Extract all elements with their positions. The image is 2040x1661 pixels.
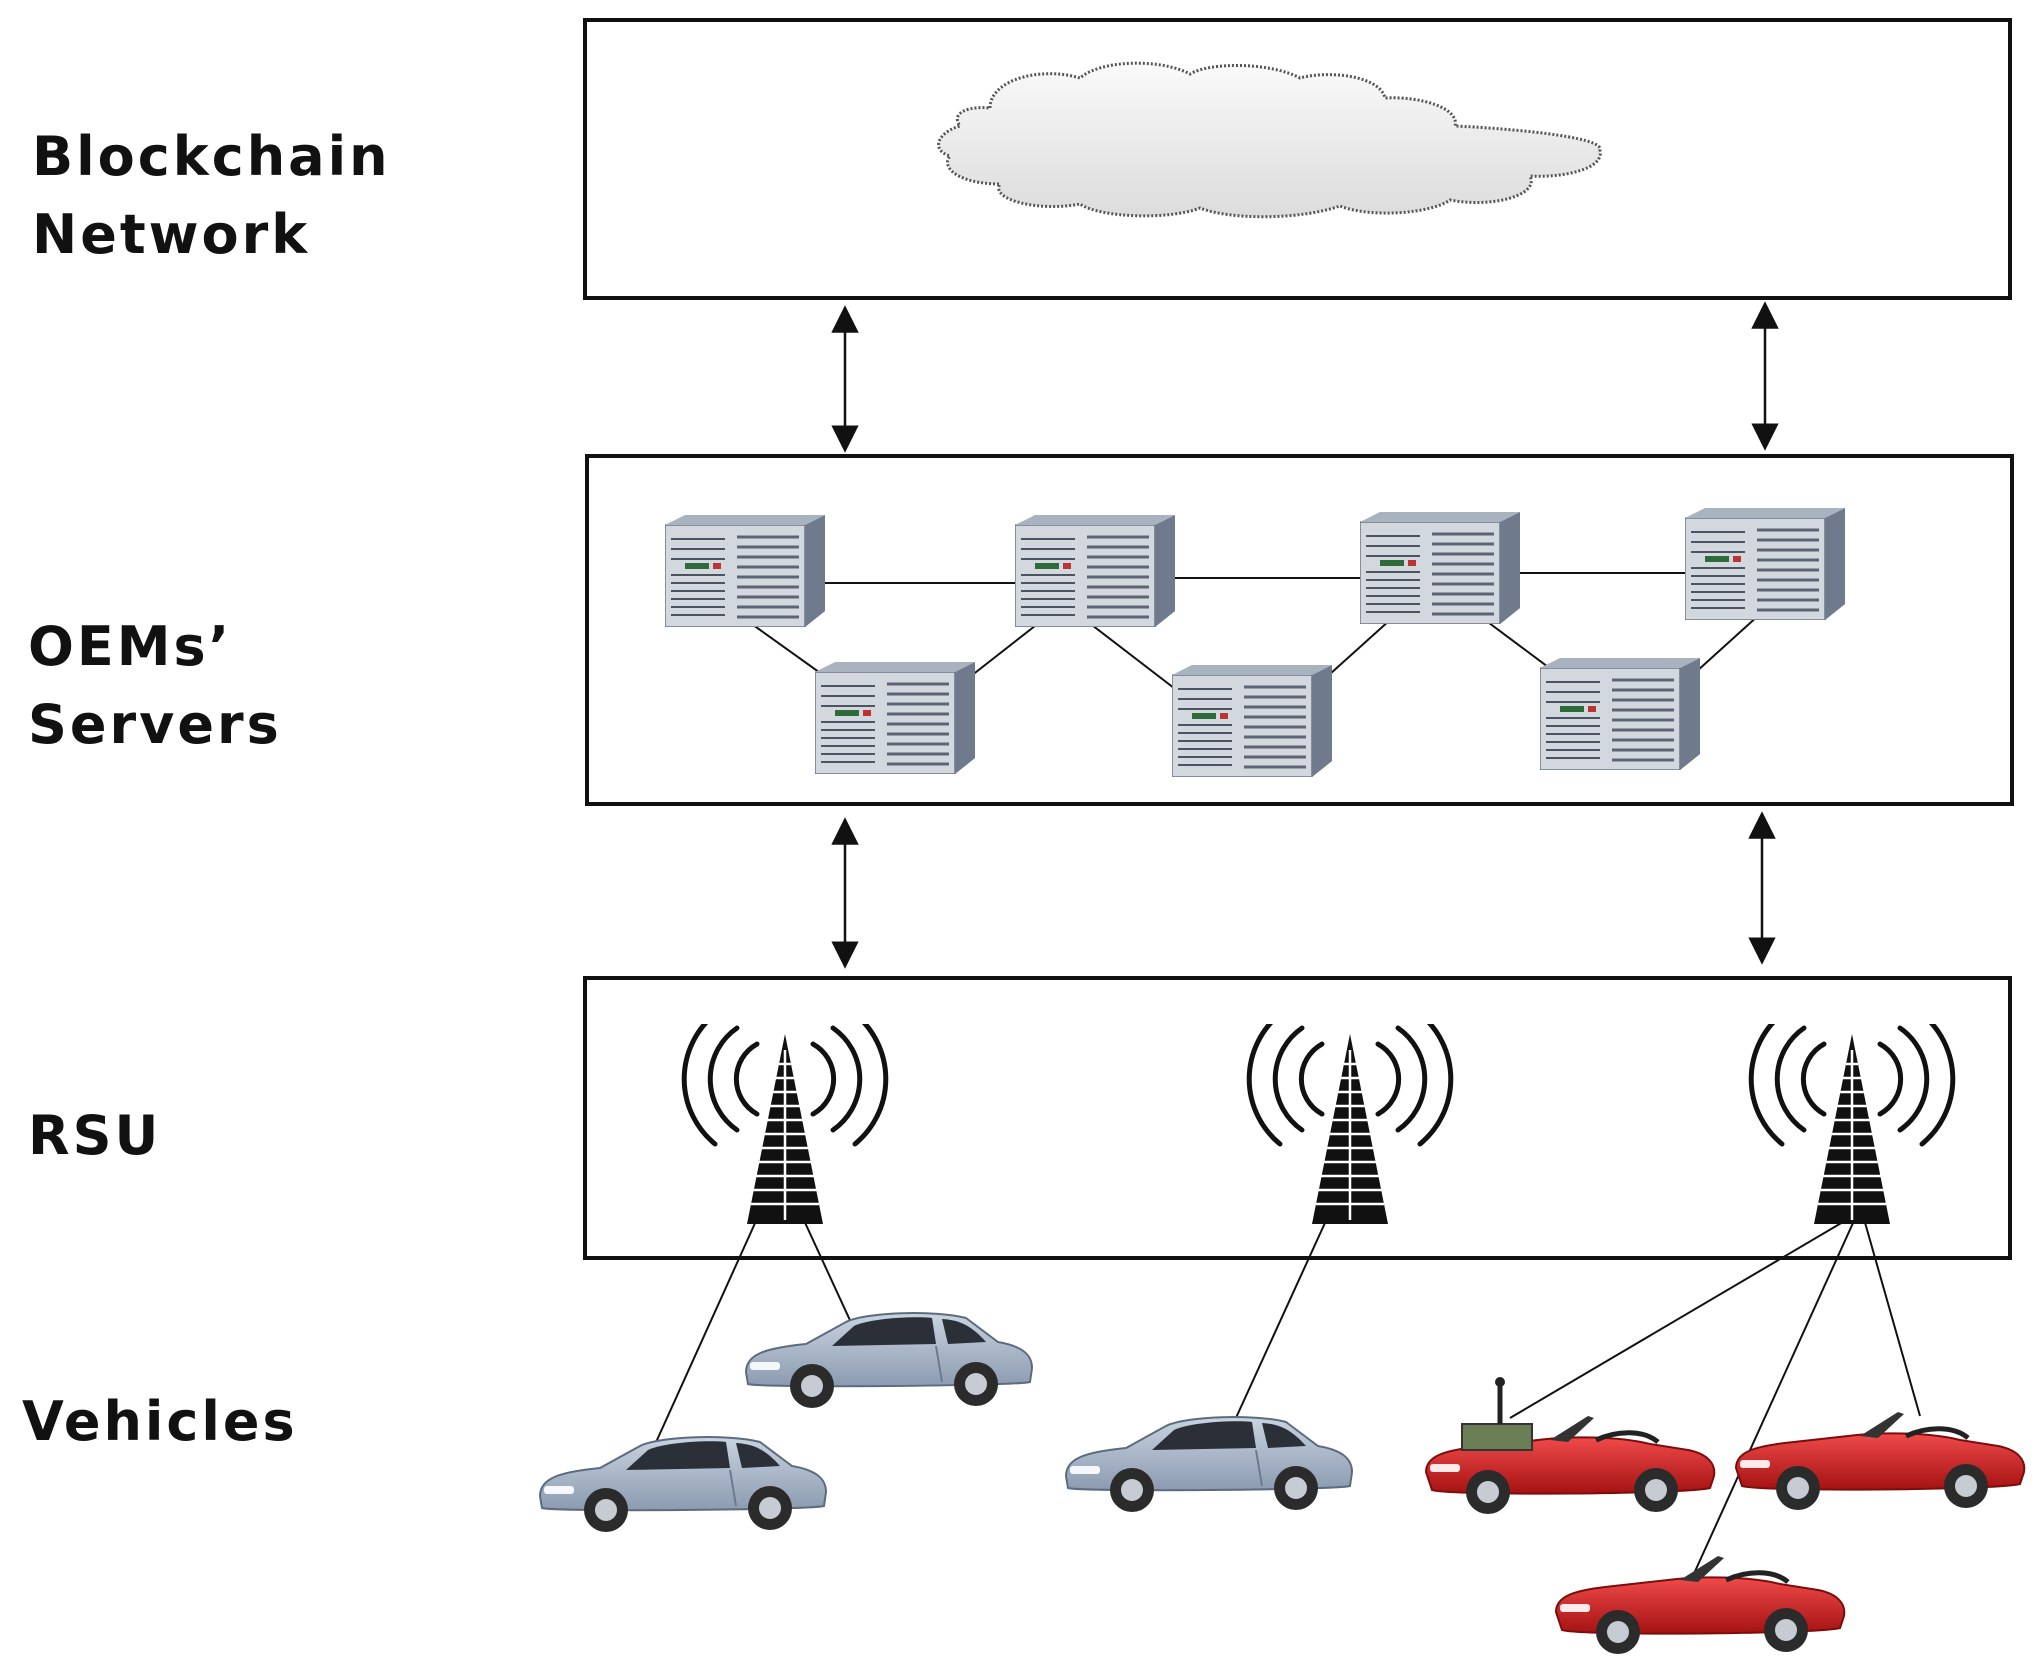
convertible-car-icon [1736, 1412, 2024, 1510]
convertible-car-icon [1556, 1556, 1844, 1654]
server-icon [1360, 512, 1520, 624]
sedan-car-icon [1065, 1416, 1353, 1513]
server-icon [815, 662, 975, 774]
server-icon [1685, 508, 1845, 620]
onboard-unit-icon [1461, 1377, 1533, 1451]
blockchain-network-box [583, 18, 2012, 300]
blockchain-network-label: Blockchain Network [32, 125, 391, 266]
server-icon [1172, 665, 1332, 777]
rsu-vehicle-links [647, 1189, 1921, 1579]
cloud-icon [937, 61, 1602, 219]
rsu-box [583, 976, 2012, 1260]
rsu-label: RSU [28, 1104, 162, 1167]
sedan-car-icon [539, 1436, 827, 1533]
server-icon [1540, 658, 1700, 770]
radio-tower-icon [1249, 1014, 1451, 1224]
oems-servers-box [585, 454, 2014, 806]
vehicles-label: Vehicles [22, 1390, 298, 1453]
radio-tower-icon [684, 1014, 886, 1224]
server-icon [665, 515, 825, 627]
server-icon [1015, 515, 1175, 627]
oems-servers-label: OEMs’ Servers [28, 615, 282, 756]
sedan-car-icon [745, 1312, 1033, 1409]
radio-tower-icon [1751, 1014, 1953, 1224]
